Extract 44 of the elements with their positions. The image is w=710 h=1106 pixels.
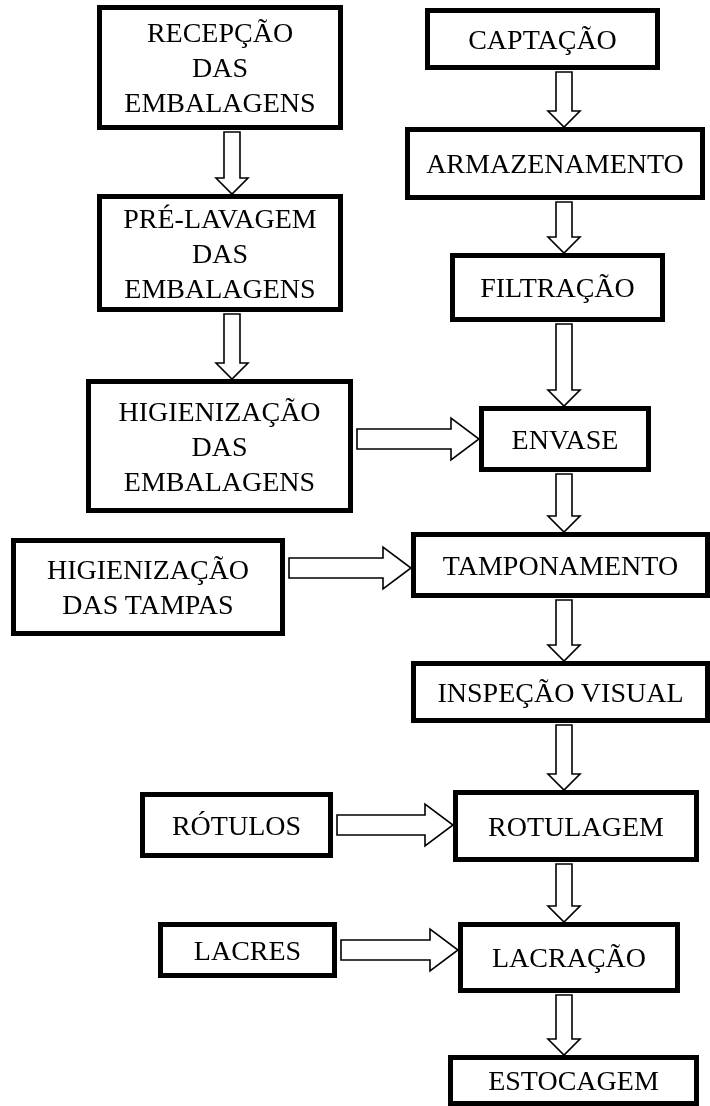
block-arrow	[546, 473, 582, 534]
block-arrow	[546, 201, 582, 255]
process-label: HIGIENIZAÇÃO DAS TAMPAS	[45, 553, 251, 622]
block-arrow	[546, 71, 582, 129]
process-label: RÓTULOS	[171, 808, 302, 843]
process-box	[11, 538, 285, 636]
process-box	[86, 379, 353, 513]
process-box	[425, 8, 660, 70]
process-box	[411, 532, 710, 598]
process-label: FILTRAÇÃO	[480, 271, 635, 305]
process-label: ARMAZENAMENTO	[426, 147, 684, 181]
process-label: LACRAÇÃO	[492, 941, 646, 975]
process-box	[405, 127, 705, 200]
block-arrow	[288, 545, 413, 591]
process-box	[453, 790, 699, 862]
process-box	[158, 922, 337, 978]
block-arrow	[546, 994, 582, 1057]
process-box	[97, 194, 343, 312]
process-box	[411, 661, 710, 723]
process-label: INSPEÇÃO VISUAL	[437, 675, 684, 710]
process-box	[140, 792, 333, 858]
process-box	[458, 922, 680, 993]
block-arrow	[214, 313, 250, 381]
block-arrow	[546, 724, 582, 792]
process-box	[479, 406, 651, 472]
process-label: TAMPONAMENTO	[442, 548, 679, 583]
block-arrow	[546, 599, 582, 663]
block-arrow	[356, 416, 481, 462]
process-label: LACRES	[193, 933, 302, 968]
process-box	[448, 1055, 699, 1106]
block-arrow	[340, 927, 460, 973]
process-label: HIGIENIZAÇÃO DAS EMBALAGENS	[117, 394, 322, 499]
process-box	[97, 5, 343, 130]
process-label: CAPTAÇÃO	[468, 22, 617, 57]
block-arrow	[546, 323, 582, 408]
process-label: RECEPÇÃO DAS EMBALAGENS	[123, 16, 317, 120]
process-label: ROTULAGEM	[488, 809, 664, 844]
block-arrow	[546, 863, 582, 924]
process-label: PRÉ-LAVAGEM DAS EMBALAGENS	[122, 201, 318, 306]
process-box	[450, 253, 665, 322]
process-label: ENVASE	[511, 422, 619, 457]
block-arrow	[214, 131, 250, 196]
process-label: ESTOCAGEM	[488, 1064, 659, 1098]
block-arrow	[336, 802, 455, 848]
